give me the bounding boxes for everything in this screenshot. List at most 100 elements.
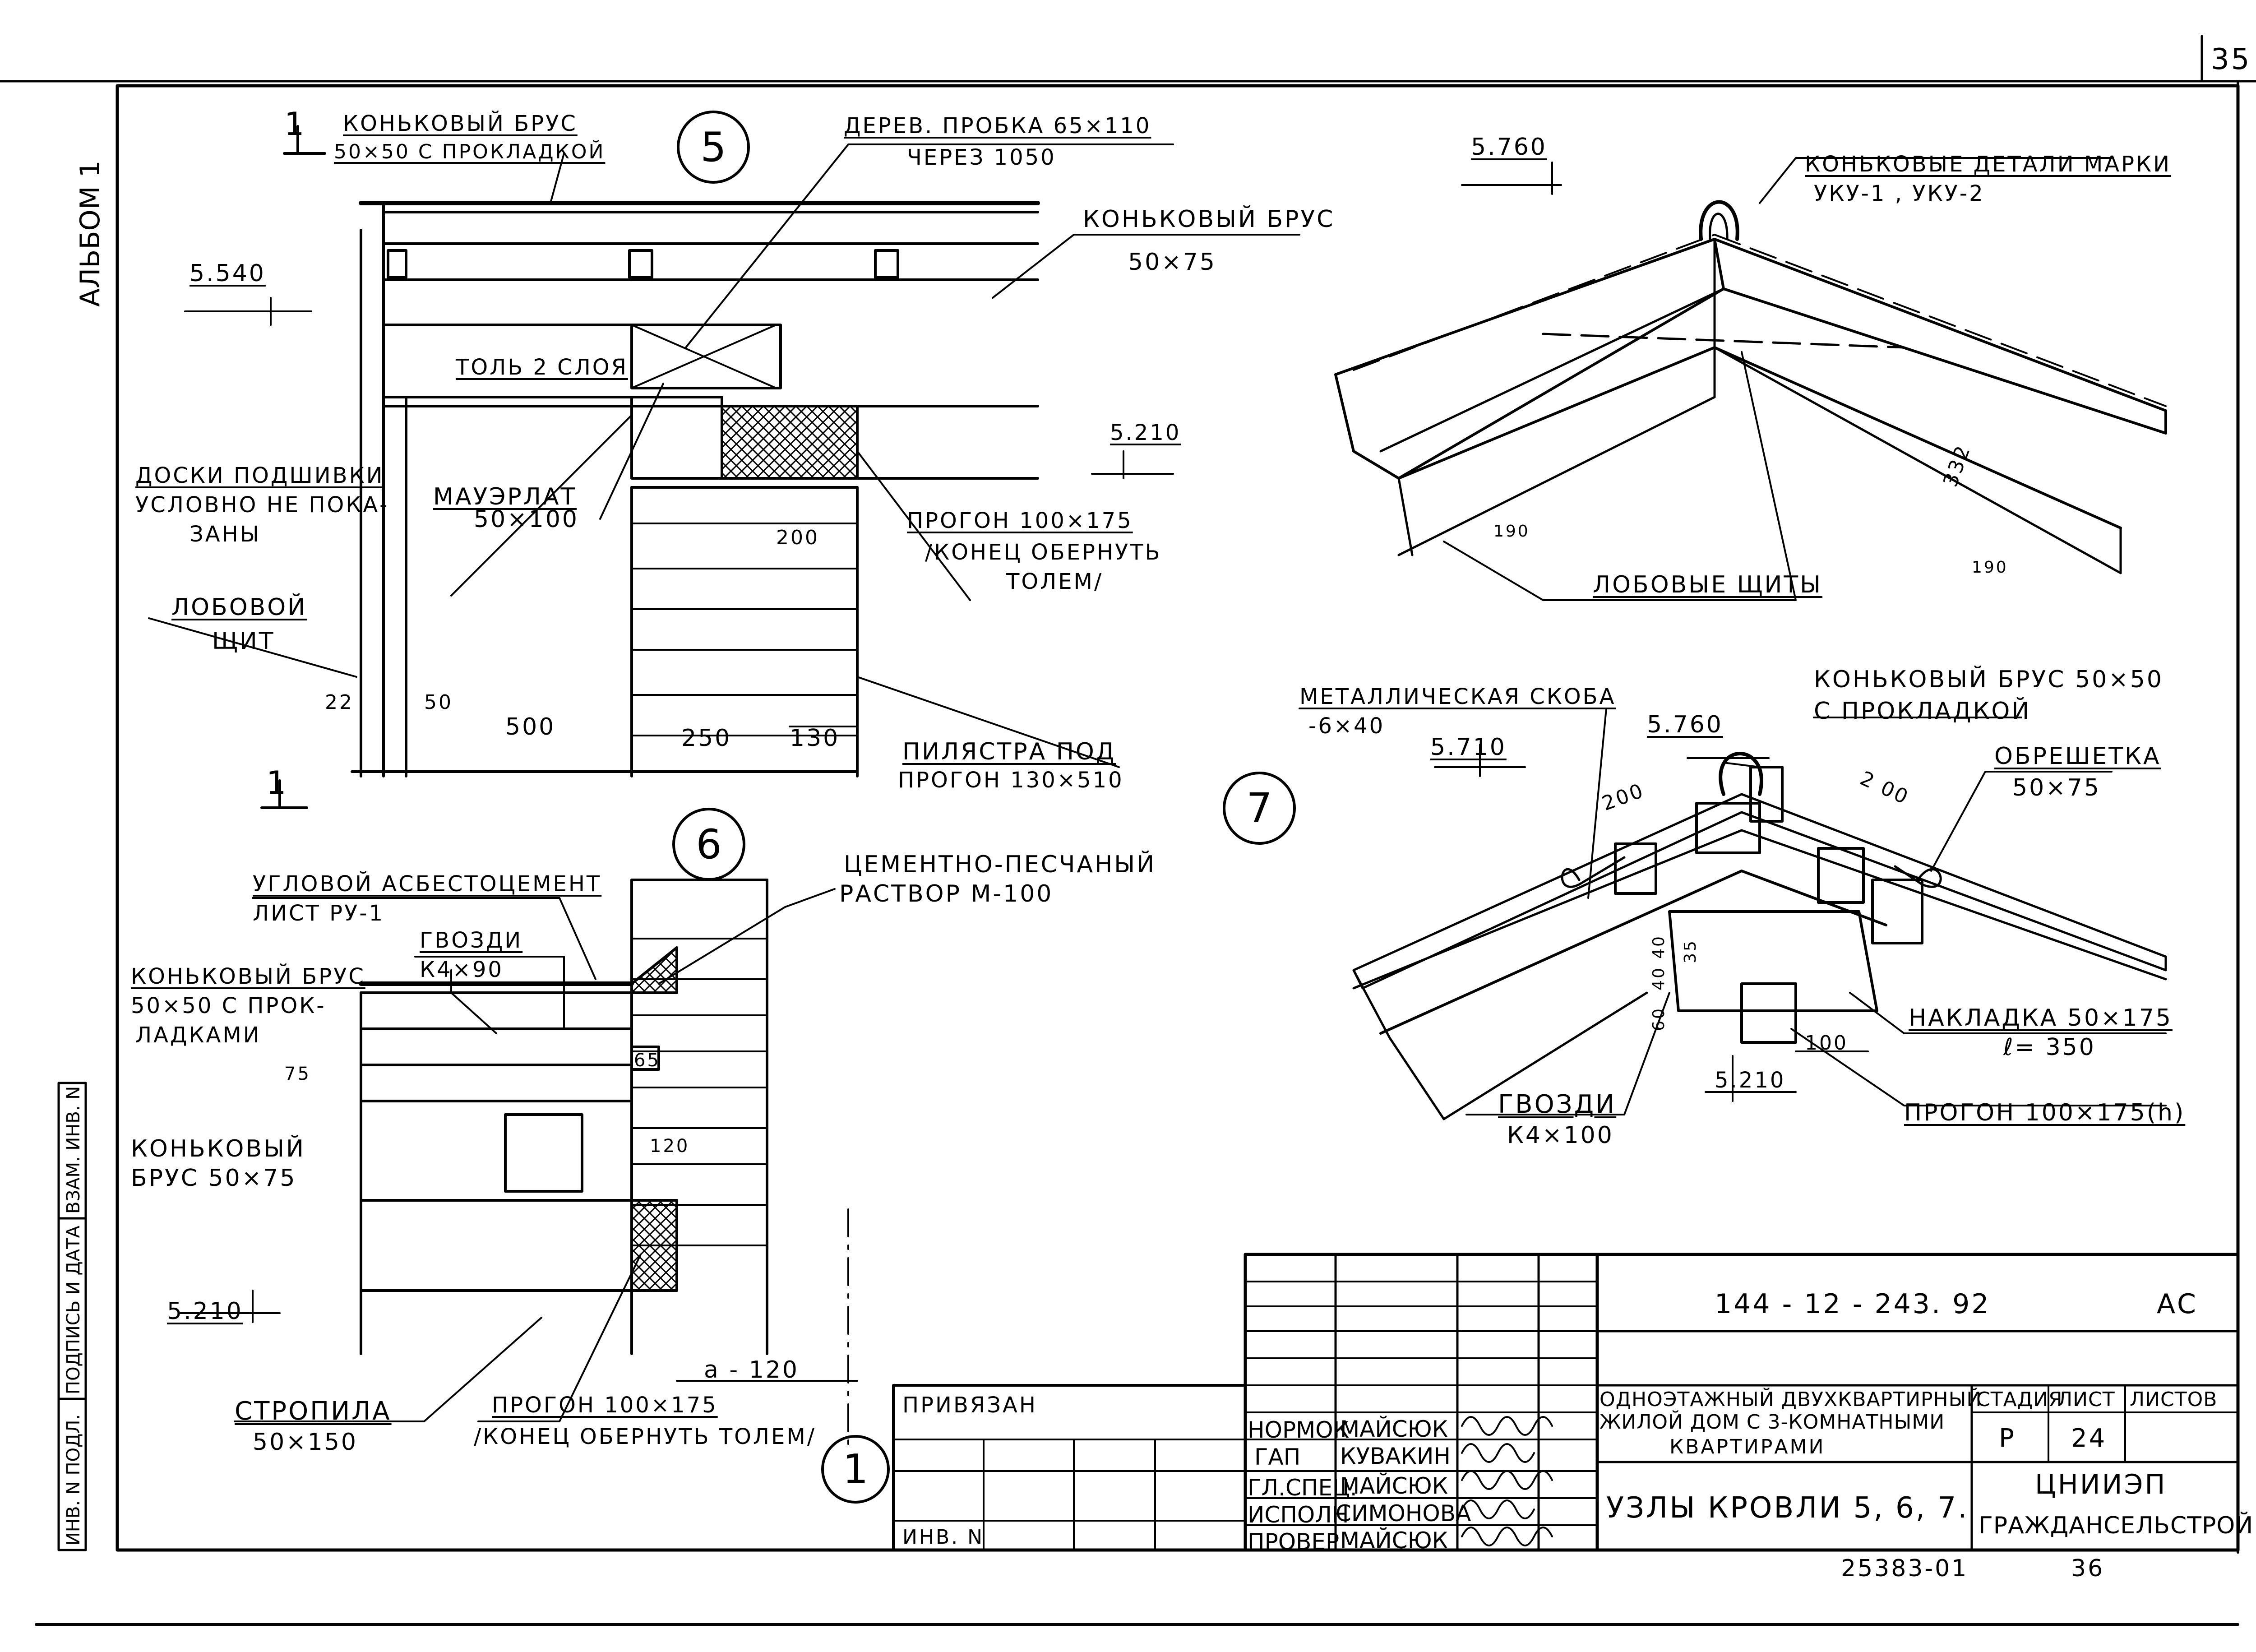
name-3: МАЙСЮК [1340, 1473, 1448, 1499]
top-fascia: ЛОБОВЫЕ ЩИТЫ [1593, 571, 1822, 598]
detail-6-marker: 6 [672, 808, 745, 881]
d7-bracket-2: -6×40 [1308, 713, 1385, 739]
top-ridge-parts-2: УКУ-1 , УКУ-2 [1814, 181, 1985, 206]
doc-code: 144 - 12 - 243. 92 [1715, 1288, 1991, 1320]
d5-purlin: ПРОГОН 100×175 [907, 508, 1133, 533]
d5-dim-22: 22 [325, 691, 354, 714]
top-ridge-parts: КОНЬКОВЫЕ ДЕТАЛИ МАРКИ [1805, 152, 2172, 177]
d7-dim-40b: 40 [1649, 966, 1668, 990]
d5-wood-plug: ДЕРЕВ. ПРОБКА 65×110 [844, 113, 1151, 139]
d6-dim-65: 65 [634, 1050, 661, 1071]
d7-level-5210: 5.210 [1715, 1068, 1786, 1093]
role-2: ГАП [1254, 1444, 1301, 1470]
sheet-value: 24 [2071, 1424, 2107, 1453]
sheet-title: УЗЛЫ КРОВЛИ 5, 6, 7. [1606, 1491, 1969, 1525]
d5-fascia-2: ЩИТ [212, 628, 275, 655]
d5-pilaster-2: ПРОГОН 130×510 [898, 768, 1124, 793]
d6-dim-a120: а - 120 [704, 1356, 799, 1384]
d5-dim-500: 500 [505, 713, 556, 740]
bottom-page: 36 [2071, 1555, 2105, 1582]
d5-mauerlat-2: 50×100 [474, 506, 579, 533]
sheets-header: ЛИСТОВ [2130, 1388, 2218, 1411]
d6-ridge-beam: КОНЬКОВЫЙ [131, 1135, 305, 1162]
section-mark-top: 1 [284, 106, 306, 143]
role-4: ИСПОЛН [1248, 1502, 1349, 1528]
d5-purlin-3: ТОЛЕМ/ [1006, 569, 1104, 594]
stamp-sign-date: ПОДПИСЬ И ДАТА [63, 1226, 84, 1394]
d7-dim-35: 35 [1681, 939, 1700, 963]
org-name: ЦНИИЭП [2035, 1469, 2167, 1500]
section-1-number: 1 [842, 1445, 869, 1493]
d5-ridge-beam-top: КОНЬКОВЫЙ БРУС [343, 111, 578, 136]
detail-7-marker: 7 [1223, 772, 1296, 845]
d5-ridge-beam-right-2: 50×75 [1128, 249, 1216, 276]
detail-5-marker: 5 [677, 111, 750, 184]
bottom-code: 25383-01 [1841, 1555, 1969, 1582]
d6-asbestos-2: ЛИСТ РУ-1 [253, 901, 385, 926]
d7-level-5760: 5.760 [1647, 711, 1723, 738]
d6-nails-2: К4×90 [420, 957, 504, 982]
stage-header: СТАДИЯ [1976, 1388, 2063, 1411]
d6-dim-120: 120 [650, 1136, 690, 1157]
d6-purlin-2: /КОНЕЦ ОБЕРНУТЬ ТОЛЕМ/ [474, 1424, 816, 1449]
d5-wood-plug-2: ЧЕРЕЗ 1050 [907, 145, 1056, 170]
d5-purlin-2: /КОНЕЦ ОБЕРНУТЬ [925, 540, 1162, 565]
d7-lathing-2: 50×75 [2012, 774, 2101, 801]
d5-dim-50: 50 [424, 691, 453, 714]
d7-dim-40a: 40 [1649, 935, 1668, 959]
doc-mark: АС [2157, 1288, 2198, 1320]
name-2: КУВАКИН [1340, 1443, 1451, 1469]
role-1: НОРМОК [1248, 1417, 1350, 1443]
d7-ridge-beam-2: С ПРОКЛАДКОЙ [1814, 698, 2031, 725]
d5-dim-250: 250 [681, 725, 732, 752]
d5-dim-200: 200 [776, 526, 819, 549]
d7-overlay-2: ℓ= 350 [2003, 1034, 2096, 1061]
d5-level-top: 5.540 [190, 260, 266, 287]
d7-level-5710: 5.710 [1430, 734, 1507, 761]
project-title-2: ЖИЛОЙ ДОМ С 3-КОМНАТНЫМИ [1600, 1411, 1945, 1434]
stamp-inv-repl: ВЗАМ. ИНВ. N [63, 1086, 84, 1214]
d5-level-right: 5.210 [1110, 420, 1181, 445]
d5-ridge-beam-right: КОНЬКОВЫЙ БРУС [1083, 206, 1335, 233]
name-4: СИМОНОВА [1336, 1500, 1471, 1527]
d5-mauerlat: МАУЭРЛАТ [433, 483, 577, 510]
d7-ridge-beam: КОНЬКОВЫЙ БРУС 50×50 [1814, 666, 2164, 693]
d5-roofing: ТОЛЬ 2 СЛОЯ [456, 355, 628, 380]
project-title-3: КВАРТИРАМИ [1669, 1435, 1826, 1458]
role-3: ГЛ.СПЕЦ. [1248, 1475, 1357, 1501]
top-dim-190a: 190 [1493, 522, 1530, 541]
section-mark-bottom: 1 [266, 764, 288, 801]
d7-overlay: НАКЛАДКА 50×175 [1909, 1004, 2173, 1032]
d6-dim-75: 75 [284, 1064, 311, 1084]
d6-purlin: ПРОГОН 100×175 [492, 1393, 718, 1418]
sheet-header: ЛИСТ [2057, 1388, 2115, 1411]
d5-boards-3: ЗАНЫ [190, 522, 261, 547]
d6-level: 5.210 [167, 1298, 243, 1325]
d6-ridge-beam-2: БРУС 50×75 [131, 1165, 297, 1192]
sheet-number: 35 [2211, 43, 2251, 76]
d6-rafters-2: 50×150 [253, 1429, 358, 1456]
top-level: 5.760 [1471, 134, 1547, 161]
d6-asbestos: УГЛОВОЙ АСБЕСТОЦЕМЕНТ [253, 871, 602, 897]
d5-fascia: ЛОБОВОЙ [171, 594, 307, 621]
role-5: ПРОВЕР [1248, 1529, 1340, 1555]
project-title: ОДНОЭТАЖНЫЙ ДВУХКВАРТИРНЫЙ [1600, 1388, 1982, 1411]
d7-dim-60: 60 [1649, 1007, 1668, 1031]
detail-5-number: 5 [700, 123, 726, 171]
name-5: МАЙСЮК [1340, 1527, 1448, 1554]
stage-value: Р [1999, 1424, 2016, 1453]
d7-nails-2: К4×100 [1507, 1122, 1614, 1149]
d5-dim-130: 130 [790, 725, 840, 752]
d6-ridge-pads: КОНЬКОВЫЙ БРУС [131, 964, 365, 989]
d5-pilaster: ПИЛЯСТРА ПОД [902, 738, 1116, 765]
d7-dim-100: 100 [1805, 1032, 1848, 1055]
detail-7-number: 7 [1246, 784, 1272, 832]
album-label: АЛЬБОМ 1 [74, 160, 106, 307]
top-dim-190b: 190 [1972, 558, 2008, 577]
d7-bracket: МЕТАЛЛИЧЕСКАЯ СКОБА [1299, 684, 1616, 709]
d6-rafters: СТРОПИЛА [235, 1397, 392, 1426]
org-name-2: ГРАЖДАНСЕЛЬСТРОЙ [1979, 1512, 2254, 1539]
linked-label: ПРИВЯЗАН [902, 1393, 1037, 1418]
